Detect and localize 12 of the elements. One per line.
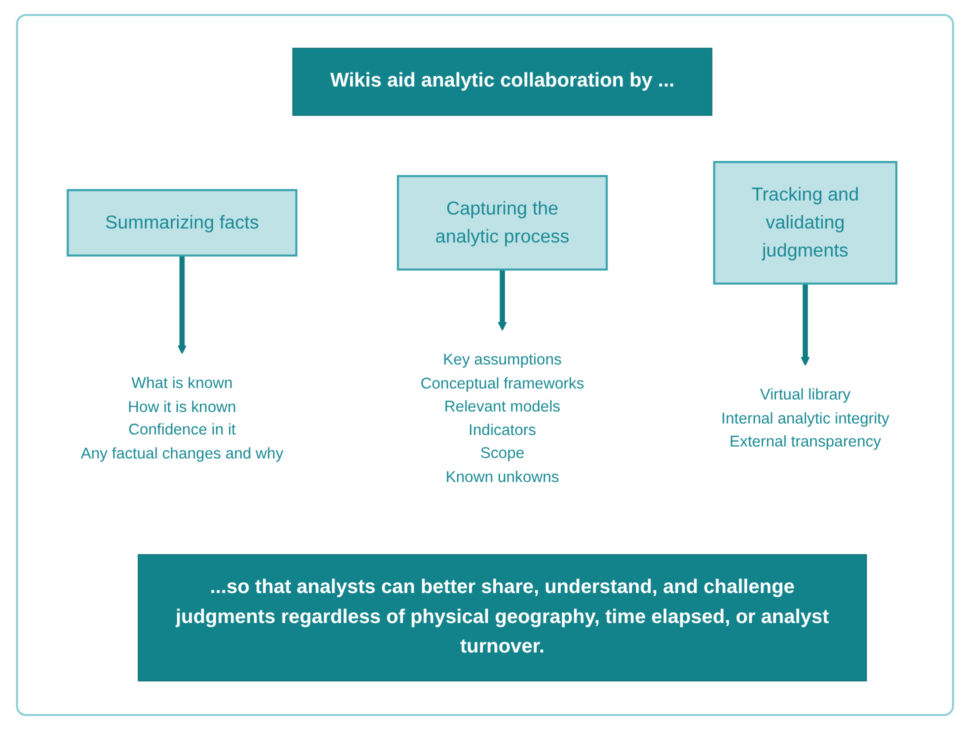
node-text: Virtual library Internal analytic integrity External transparency: [721, 386, 890, 451]
arrow: [498, 270, 507, 332]
node-box: [396, 175, 608, 271]
arrow: [177, 256, 187, 354]
node-box: [138, 554, 867, 682]
node-box: [292, 48, 712, 116]
node-text: What is known How it is known Confidence in it Any factual changes and why: [80, 374, 284, 463]
node-text: Key assumptions Conceptual frameworks Relevant models Indicators Scope Known unkowns: [420, 351, 584, 486]
node-box: [66, 189, 298, 257]
node-box: [713, 161, 898, 286]
arrow: [800, 284, 810, 366]
frame-border: Wikis aid analytic collaboration by ... Summarizing facts Capturing the analytic process Tracking and validating judgments What is known How it is known Confidence in it Any factual changes and why Key assumptions Conceptual frameworks Relevant models Indicators Scope Known unkowns Virtual library Internal analytic integrity External transparency ...so that analysts can better share, understand, and challenge judgments regardless of physical geography, time elapsed, or analyst turnover.: [16, 14, 954, 716]
